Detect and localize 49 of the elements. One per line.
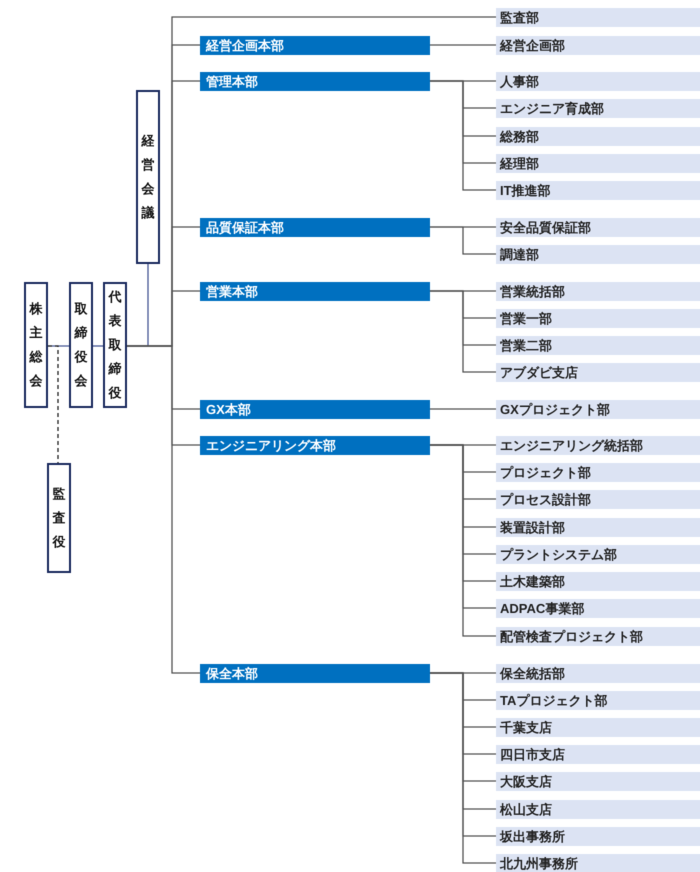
- division-bar: 経営企画本部: [200, 36, 430, 54]
- department-bar: 営業二部: [496, 336, 700, 354]
- department-bar: プラントシステム部: [496, 544, 700, 564]
- department-bar: プロジェクト部: [496, 462, 700, 482]
- department-bar: 安全品質保証部: [496, 218, 700, 236]
- connector-line: [430, 226, 496, 255]
- department-bar: 配管検査プロジェクト部: [496, 626, 700, 646]
- department-bar: 千葉支店: [496, 718, 700, 736]
- department-bar: 大阪支店: [496, 772, 700, 790]
- department-bar: 営業統括部: [496, 282, 700, 300]
- connector-line: [93, 345, 103, 347]
- department-bar: 人事部: [496, 72, 700, 90]
- department-bar: 北九州事務所: [496, 854, 700, 872]
- org-box: 株主総会: [24, 282, 48, 408]
- department-bar: GXプロジェクト部: [496, 400, 700, 418]
- department-bar: 保全統括部: [496, 664, 700, 682]
- department-bar: プロセス設計部: [496, 490, 700, 508]
- department-bar: アブダビ支店: [496, 362, 700, 382]
- division-bar: エンジニアリング本部: [200, 436, 430, 454]
- division-bar: 営業本部: [200, 282, 430, 300]
- division-bar: 管理本部: [200, 72, 430, 90]
- org-box: 経営会議: [136, 90, 160, 264]
- department-bar: 装置設計部: [496, 518, 700, 536]
- department-bar: 総務部: [496, 126, 700, 146]
- department-bar: 経理部: [496, 154, 700, 172]
- division-bar: 品質保証本部: [200, 218, 430, 236]
- department-bar: TAプロジェクト部: [496, 690, 700, 710]
- department-bar: 土木建築部: [496, 572, 700, 590]
- org-box: 代表取締役: [103, 282, 127, 408]
- connector-line: [430, 44, 496, 46]
- department-bar: 四日市支店: [496, 744, 700, 764]
- division-bar: GX本部: [200, 400, 430, 418]
- department-bar: エンジニア育成部: [496, 98, 700, 118]
- department-bar: 調達部: [496, 244, 700, 264]
- department-bar: エンジニアリング統括部: [496, 436, 700, 454]
- department-bar: 坂出事務所: [496, 826, 700, 846]
- department-bar: ADPAC事業部: [496, 598, 700, 618]
- division-bar: 保全本部: [200, 664, 430, 682]
- connector-line: [430, 80, 496, 191]
- department-bar: 営業一部: [496, 308, 700, 328]
- department-bar: 監査部: [496, 8, 700, 26]
- org-box: 取締役会: [69, 282, 93, 408]
- connector-line: [430, 290, 496, 373]
- department-bar: 松山支店: [496, 800, 700, 818]
- org-box: 監査役: [47, 463, 71, 573]
- connector-line: [48, 345, 59, 463]
- department-bar: IT推進部: [496, 180, 700, 200]
- department-bar: 経営企画部: [496, 36, 700, 54]
- connector-line: [430, 408, 496, 410]
